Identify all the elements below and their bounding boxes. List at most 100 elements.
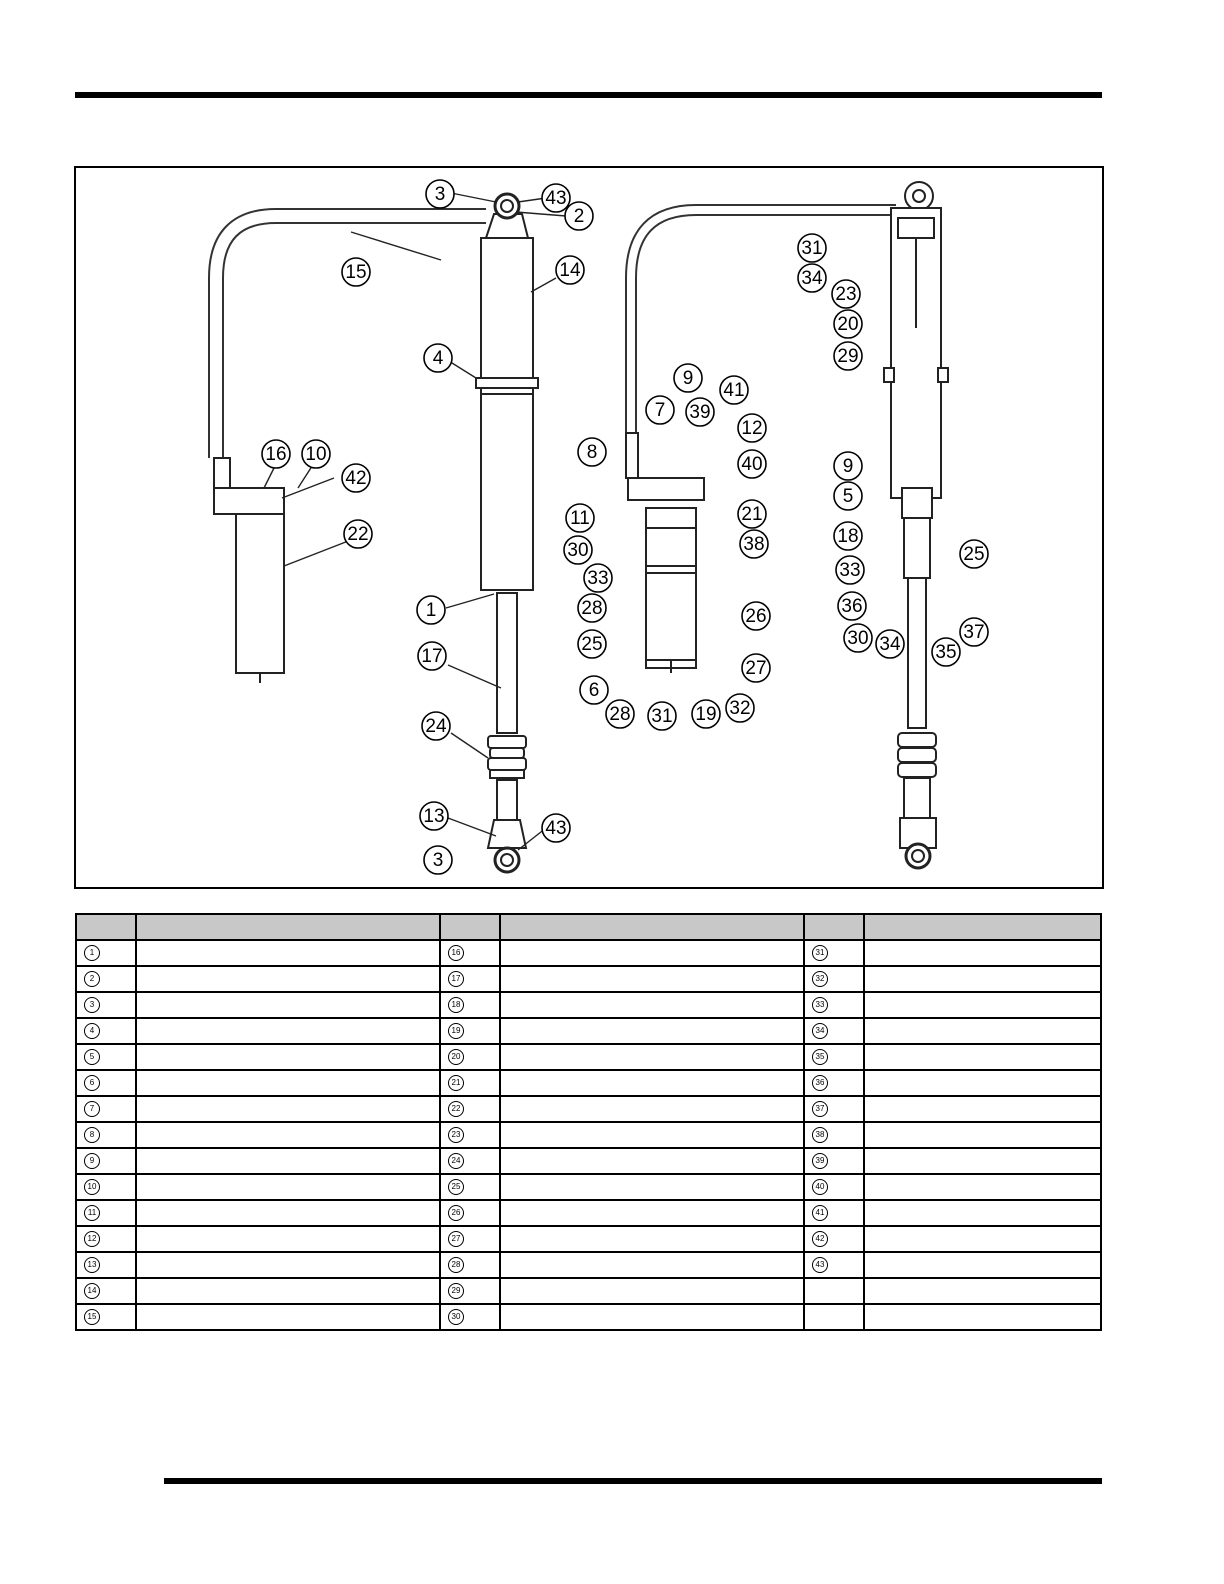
part-ref-number: 7: [84, 1100, 100, 1117]
svg-text:37: 37: [963, 622, 984, 643]
part-description-cell: [135, 1251, 441, 1279]
part-ref-cell: 43: [803, 1251, 865, 1279]
part-ref-cell: 8: [75, 1121, 137, 1149]
part-ref-number: 6: [84, 1074, 100, 1091]
callout-30: 30: [563, 535, 593, 565]
part-description-cell: [863, 1251, 1102, 1279]
part-ref-cell: 23: [439, 1121, 501, 1149]
part-ref-cell: 12: [75, 1225, 137, 1253]
svg-text:34: 34: [879, 634, 901, 655]
part-ref-number: 42: [812, 1230, 828, 1247]
part-ref-cell: 30: [439, 1303, 501, 1331]
part-ref-number: 10: [84, 1178, 100, 1195]
table-row: 12 27 42: [75, 1225, 1102, 1253]
svg-text:42: 42: [345, 468, 366, 489]
callout-23: 23: [831, 279, 861, 309]
callout-8: 8: [577, 437, 607, 467]
part-ref-number: 40: [812, 1178, 828, 1195]
callout-5: 5: [833, 481, 863, 511]
callout-17: 17: [417, 641, 447, 671]
callout-35: 35: [931, 637, 961, 667]
part-description-cell: [135, 965, 441, 993]
part-ref-cell: 7: [75, 1095, 137, 1123]
part-ref-number: 30: [448, 1308, 464, 1325]
part-ref-cell: 38: [803, 1121, 865, 1149]
svg-text:33: 33: [839, 560, 860, 581]
part-description-cell: [135, 939, 441, 967]
part-ref-cell: 14: [75, 1277, 137, 1305]
part-ref-number: 14: [84, 1282, 100, 1299]
callout-22: 22: [343, 519, 373, 549]
part-ref-cell: 1: [75, 939, 137, 967]
part-ref-number: 27: [448, 1230, 464, 1247]
svg-text:36: 36: [841, 596, 862, 617]
part-ref-number: 39: [812, 1152, 828, 1169]
part-ref-number: 33: [812, 996, 828, 1013]
part-ref-number: 37: [812, 1100, 828, 1117]
svg-text:28: 28: [609, 704, 630, 725]
part-ref-cell: 26: [439, 1199, 501, 1227]
part-ref-cell: 18: [439, 991, 501, 1019]
callout-labels: 1234567891011121314151617181920212223242…: [261, 179, 989, 875]
svg-text:10: 10: [305, 444, 326, 465]
callout-26: 26: [741, 601, 771, 631]
part-ref-cell: 21: [439, 1069, 501, 1097]
part-description-cell: [499, 1173, 805, 1201]
svg-text:28: 28: [581, 598, 602, 619]
callout-11: 11: [565, 503, 595, 533]
svg-text:25: 25: [581, 634, 602, 655]
part-description-cell: [135, 1277, 441, 1305]
part-description-cell: [135, 1043, 441, 1071]
part-description-cell: [499, 1251, 805, 1279]
part-ref-number: 20: [448, 1048, 464, 1065]
callout-9: 9: [673, 363, 703, 393]
part-ref-cell: 39: [803, 1147, 865, 1175]
part-description-cell: [863, 991, 1102, 1019]
part-ref-cell: 37: [803, 1095, 865, 1123]
svg-text:40: 40: [741, 454, 762, 475]
part-ref-cell: 24: [439, 1147, 501, 1175]
callout-14: 14: [555, 255, 585, 285]
part-description-cell: [499, 1017, 805, 1045]
part-ref-cell: 34: [803, 1017, 865, 1045]
callout-28: 28: [577, 593, 607, 623]
part-description-cell: [135, 1069, 441, 1097]
part-description-cell: [135, 1147, 441, 1175]
part-description-cell: [499, 965, 805, 993]
part-description-cell: [863, 1069, 1102, 1097]
callout-36: 36: [837, 591, 867, 621]
callout-15: 15: [341, 257, 371, 287]
part-ref-cell: 42: [803, 1225, 865, 1253]
part-description-cell: [499, 1277, 805, 1305]
part-ref-number: 16: [448, 944, 464, 961]
callout-18: 18: [833, 521, 863, 551]
part-ref-number: 15: [84, 1308, 100, 1325]
part-description-cell: [863, 1225, 1102, 1253]
header-ref-3: [803, 913, 865, 941]
part-description-cell: [499, 1199, 805, 1227]
table-row: 6 21 36: [75, 1069, 1102, 1097]
svg-text:27: 27: [745, 658, 766, 679]
part-ref-cell: 36: [803, 1069, 865, 1097]
svg-text:9: 9: [683, 368, 694, 389]
part-description-cell: [135, 1303, 441, 1331]
part-description-cell: [863, 1173, 1102, 1201]
part-ref-number: 36: [812, 1074, 828, 1091]
callout-43: 43: [541, 813, 571, 843]
part-description-cell: [135, 1225, 441, 1253]
header-ref-1: [75, 913, 137, 941]
part-ref-cell: 27: [439, 1225, 501, 1253]
part-description-cell: [499, 1225, 805, 1253]
part-ref-number: 5: [84, 1048, 100, 1065]
svg-text:7: 7: [655, 400, 666, 421]
part-ref-cell: 32: [803, 965, 865, 993]
svg-text:34: 34: [801, 268, 823, 289]
part-ref-cell: 13: [75, 1251, 137, 1279]
svg-text:2: 2: [574, 206, 585, 227]
